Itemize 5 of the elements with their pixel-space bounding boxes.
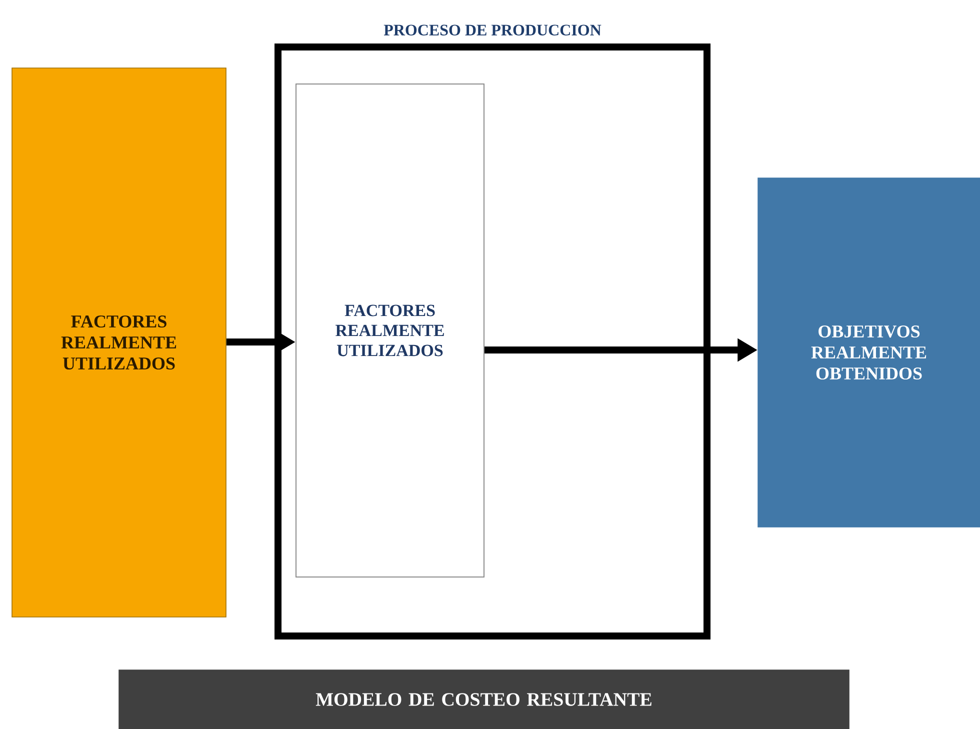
input-box: FACTORES REALMENTE UTILIZADOS	[12, 68, 226, 618]
inner-box: FACTORES REALMENTE UTILIZADOS	[296, 84, 484, 578]
output-box: OBJETIVOS REALMENTE OBTENIDOS	[758, 178, 980, 528]
result-bar: MODELO DE COSTEO RESULTANTE	[118, 670, 850, 729]
node-label: PROCESO DE PRODUCCION	[384, 24, 602, 36]
